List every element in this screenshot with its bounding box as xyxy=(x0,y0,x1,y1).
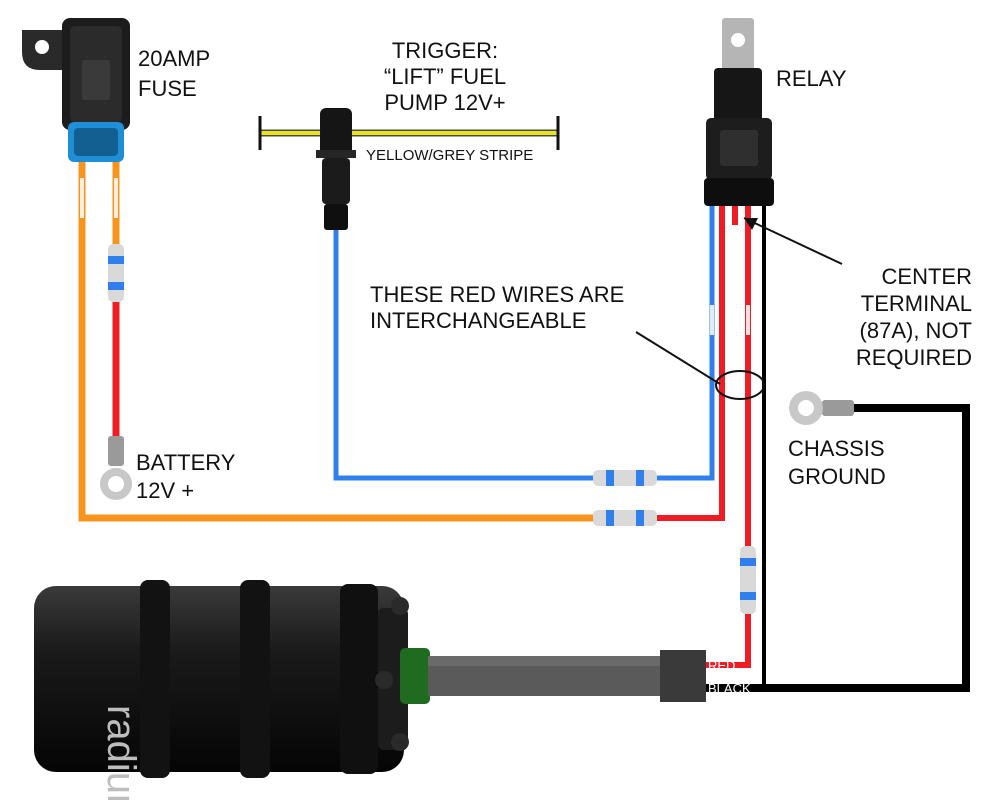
red-wire-relay-to-splice xyxy=(655,205,725,521)
center-terminal-label: TERMINAL xyxy=(861,291,972,316)
battery-label: 12V + xyxy=(136,478,194,503)
battery-label: BATTERY xyxy=(136,450,236,475)
wire-print-marks xyxy=(80,178,750,335)
trigger-label: TRIGGER: xyxy=(392,38,498,63)
chassis-ground-label: CHASSIS xyxy=(788,436,885,461)
butt-splice-icon xyxy=(108,244,124,302)
fuse-label: FUSE xyxy=(138,76,197,101)
interchangeable-label: INTERCHANGEABLE xyxy=(370,308,586,333)
relay-label: RELAY xyxy=(776,66,847,91)
trigger-label: “LIFT” FUEL xyxy=(384,64,506,89)
interchangeable-leader xyxy=(635,331,765,400)
wire-stripe-label: YELLOW/GREY STRIPE xyxy=(366,147,533,164)
orange-wire-relay xyxy=(78,160,595,522)
black-wire-ground xyxy=(700,404,970,692)
red-wire-relay-to-pump xyxy=(700,205,751,668)
butt-splice-icon xyxy=(593,470,657,486)
yellow-wire-trigger xyxy=(258,116,560,150)
ring-terminal-icon xyxy=(100,436,132,500)
fuel-pump-icon xyxy=(34,580,706,778)
blue-wire-trigger xyxy=(333,205,715,481)
trigger-label: PUMP 12V+ xyxy=(384,90,505,115)
trigger-connector-icon xyxy=(316,108,356,230)
butt-splice-icon xyxy=(593,510,657,526)
center-terminal-leader xyxy=(743,217,843,265)
fuse-label: 20AMP xyxy=(138,46,210,71)
fuse-holder-icon xyxy=(22,18,130,162)
center-terminal-label: REQUIRED xyxy=(856,345,972,370)
center-terminal-label: (87A), NOT xyxy=(860,318,972,343)
chassis-ground-label: GROUND xyxy=(788,464,886,489)
pump-brand-logo: radium xyxy=(99,705,143,800)
pump-red-label: RED xyxy=(708,658,735,673)
butt-splice-icon xyxy=(740,546,756,614)
interchangeable-label: THESE RED WIRES ARE xyxy=(370,282,624,307)
center-terminal-label: CENTER xyxy=(882,264,972,289)
relay-icon xyxy=(704,18,774,206)
pump-black-label: BLACK xyxy=(708,681,751,696)
ring-terminal-icon xyxy=(789,391,854,425)
